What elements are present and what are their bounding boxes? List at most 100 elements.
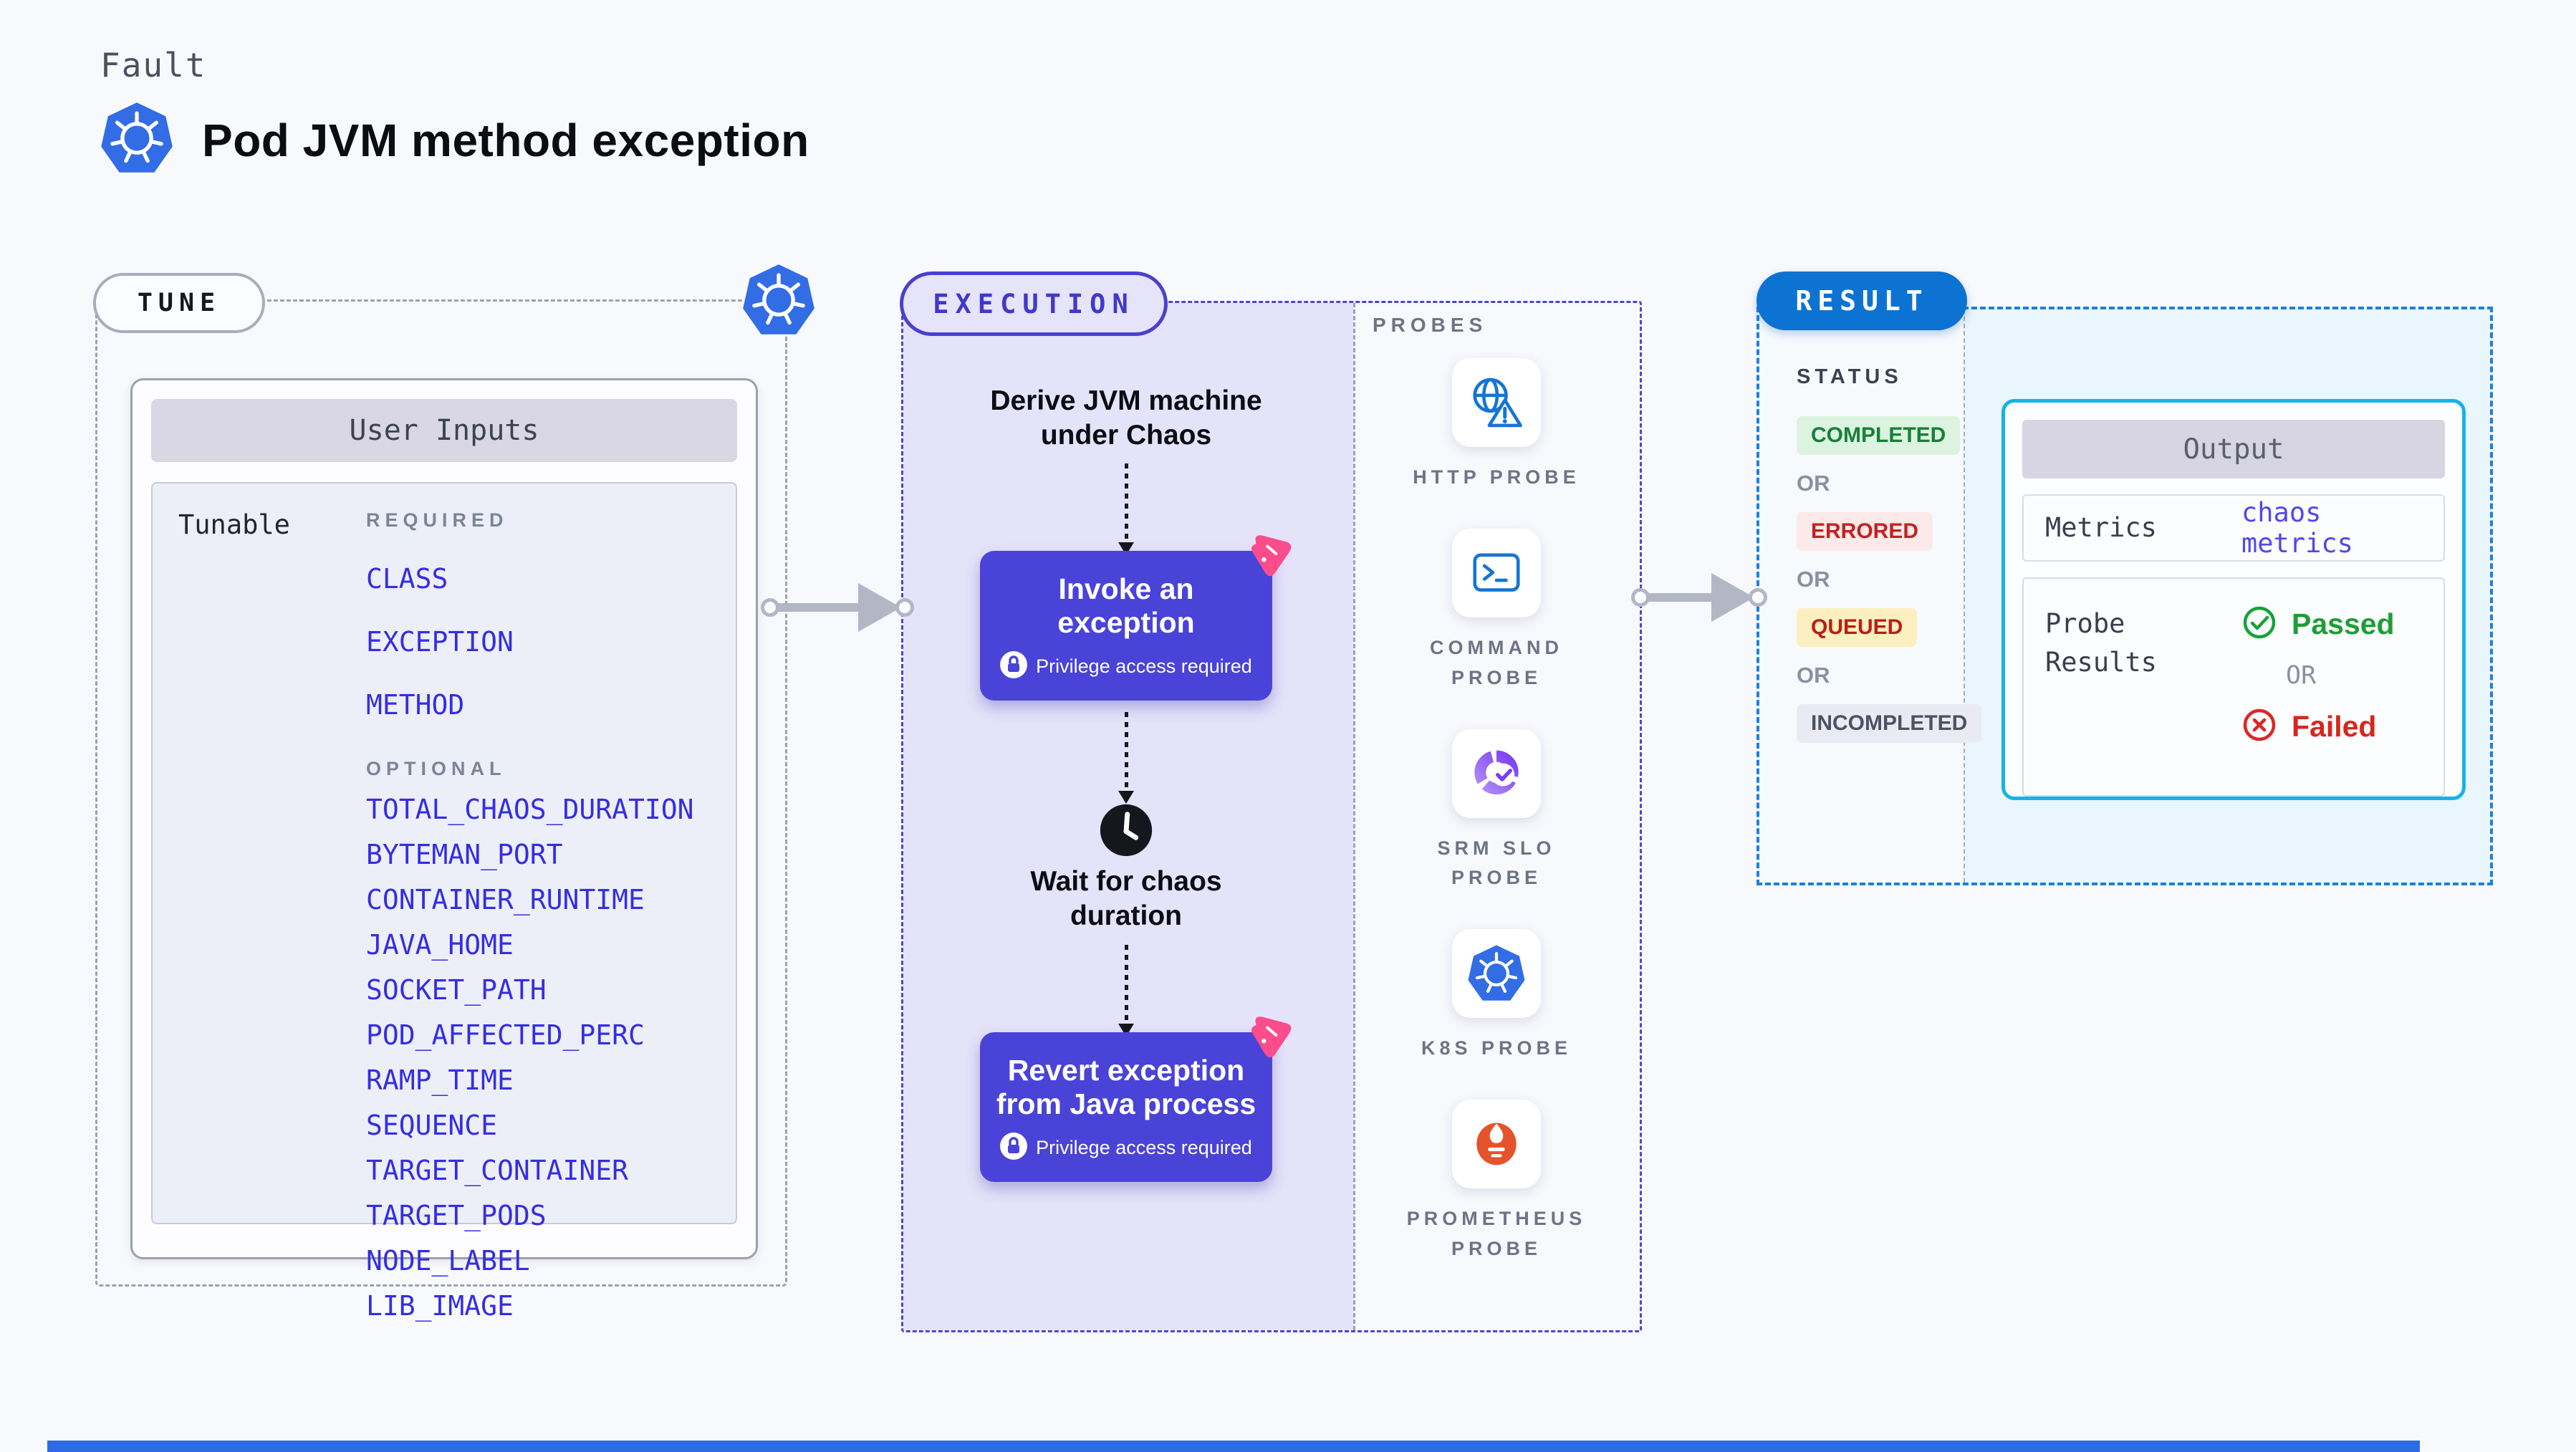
clock-icon	[1095, 799, 1157, 865]
lock-icon	[1000, 651, 1028, 682]
kubernetes-icon	[741, 262, 817, 338]
probe-label: HTTP PROBE	[1413, 466, 1580, 488]
env-var-link[interactable]: SOCKET_PATH	[366, 974, 547, 1006]
env-var-link[interactable]: NODE_LABEL	[366, 1245, 530, 1276]
wait-step-text: Wait for chaos duration	[1030, 866, 1222, 932]
probes-column: HTTP PROBE COMMAND PROBE	[1351, 358, 1642, 1264]
tune-section-pill: TUNE	[93, 273, 265, 333]
privilege-row: Privilege access required	[993, 651, 1259, 682]
or-label: OR	[1797, 471, 1830, 496]
prometheus-probe-icon	[1452, 1100, 1541, 1189]
invoke-exception-step: Invoke an exception Privilege access req…	[980, 535, 1292, 701]
result-separator	[1964, 309, 1965, 883]
optional-group-label: OPTIONAL	[366, 758, 506, 779]
env-vars-column: REQUIRED CLASS EXCEPTION METHOD OPTIONAL…	[366, 509, 729, 1322]
user-inputs-card: User Inputs Tunable REQUIRED CLASS EXCEP…	[130, 378, 758, 1322]
env-var-link[interactable]: POD_AFFECTED_PERC	[366, 1019, 645, 1051]
invoke-exception-label: Invoke an exception	[1057, 572, 1195, 640]
status-badge-queued: QUEUED	[1797, 608, 1918, 647]
connector-ring	[1749, 588, 1767, 607]
env-var-link[interactable]: EXCEPTION	[366, 626, 514, 658]
fault-kicker: Fault	[100, 46, 207, 85]
or-label: OR	[1797, 663, 1830, 688]
passed-line: Passed	[2241, 605, 2395, 644]
env-var-link[interactable]: CLASS	[366, 563, 448, 595]
env-var-link[interactable]: RAMP_TIME	[366, 1064, 514, 1096]
arrow-execution-to-result	[1631, 573, 1767, 622]
probe-results-label: Probe Results	[2045, 608, 2157, 678]
execution-section-pill: EXECUTION	[900, 271, 1168, 336]
derive-step-text: Derive JVM machine under Chaos	[990, 385, 1262, 451]
bottom-section-edge	[47, 1441, 2420, 1452]
env-var-link[interactable]: METHOD	[366, 689, 465, 721]
arrow-head-icon	[858, 583, 901, 632]
probe-label: PROMETHEUS PROBE	[1406, 1208, 1587, 1259]
probes-column-label: PROBES	[1373, 314, 1488, 336]
arrow-head-icon	[1711, 573, 1754, 622]
command-probe-icon	[1452, 528, 1541, 617]
tune-section-boundary	[95, 299, 787, 1287]
lock-icon	[1000, 1132, 1028, 1163]
or-label: OR	[1797, 567, 1830, 592]
http-probe-icon	[1452, 358, 1541, 447]
output-card: Output Metrics chaos metrics Probe Resul…	[2001, 399, 2466, 800]
metrics-label: Metrics	[2045, 512, 2157, 544]
litmus-chaos-icon	[1243, 1009, 1297, 1063]
probe-item: HTTP PROBE	[1405, 358, 1588, 493]
page-title: Pod JVM method exception	[202, 114, 809, 166]
execution-flow: Derive JVM machine under Chaos Invoke an…	[901, 301, 1351, 1182]
probe-label: COMMAND PROBE	[1430, 636, 1563, 688]
output-card-header: Output	[2022, 420, 2445, 479]
title-row: Pod JVM method exception	[99, 100, 809, 180]
user-inputs-header: User Inputs	[151, 399, 737, 462]
privilege-note: Privilege access required	[1036, 1136, 1252, 1158]
kubernetes-icon	[99, 100, 175, 180]
kubernetes-icon	[1452, 929, 1541, 1019]
env-var-link[interactable]: TARGET_CONTAINER	[366, 1155, 629, 1186]
env-var-link[interactable]: CONTAINER_RUNTIME	[366, 884, 645, 915]
env-var-link[interactable]: SEQUENCE	[366, 1110, 498, 1141]
passed-label: Passed	[2292, 607, 2395, 640]
revert-exception-step: Revert exception from Java process Privi…	[980, 1016, 1292, 1182]
status-badge-incompleted: INCOMPLETED	[1797, 704, 1982, 743]
metrics-row: Metrics chaos metrics	[2022, 494, 2445, 562]
tunable-row-label: Tunable	[178, 509, 290, 540]
litmus-chaos-icon	[1243, 529, 1297, 582]
status-column-label: STATUS	[1797, 365, 1903, 388]
env-var-link[interactable]: TARGET_PODS	[366, 1200, 547, 1231]
failed-label: Failed	[2292, 710, 2377, 743]
probe-results-values: Passed OR Failed	[2241, 605, 2395, 746]
env-var-link[interactable]: LIB_IMAGE	[366, 1290, 514, 1322]
connector-ring	[895, 598, 914, 617]
failed-line: Failed	[2241, 707, 2395, 746]
check-circle-icon	[2241, 605, 2277, 644]
tunable-panel: Tunable REQUIRED CLASS EXCEPTION METHOD …	[151, 482, 737, 1322]
metrics-value-link[interactable]: chaos metrics	[2241, 497, 2353, 559]
probe-item: PROMETHEUS PROBE	[1405, 1100, 1588, 1264]
privilege-note: Privilege access required	[1036, 655, 1252, 678]
probe-label: SRM SLO PROBE	[1437, 837, 1556, 889]
result-section-pill: RESULT	[1756, 271, 1967, 330]
arrow-tune-to-execution	[761, 583, 914, 632]
x-circle-icon	[2241, 707, 2277, 746]
status-badge-completed: COMPLETED	[1797, 416, 1961, 455]
probes-separator	[1353, 303, 1355, 1330]
env-var-link[interactable]: TOTAL_CHAOS_DURATION	[366, 794, 694, 825]
required-group-label: REQUIRED	[366, 509, 509, 531]
status-badge-errored: ERRORED	[1797, 512, 1933, 551]
probe-item: COMMAND PROBE	[1405, 528, 1588, 693]
result-section-boundary: STATUS COMPLETED OR ERRORED OR QUEUED OR…	[1756, 307, 2493, 885]
probe-item: SRM SLO PROBE	[1405, 729, 1588, 894]
probe-label: K8S PROBE	[1421, 1037, 1572, 1059]
privilege-row: Privilege access required	[993, 1132, 1259, 1163]
env-var-link[interactable]: BYTEMAN_PORT	[366, 839, 563, 870]
env-var-link[interactable]: JAVA_HOME	[366, 929, 514, 961]
flow-arrow-down-icon	[1118, 712, 1134, 804]
status-column-background	[1759, 309, 1964, 883]
arrow-shaft	[1648, 593, 1714, 602]
probe-results-row: Probe Results Passed OR	[2022, 577, 2445, 797]
flow-arrow-down-icon	[1118, 463, 1134, 556]
probe-item: K8S PROBE	[1405, 929, 1588, 1064]
status-column: STATUS COMPLETED OR ERRORED OR QUEUED OR…	[1797, 365, 1982, 743]
